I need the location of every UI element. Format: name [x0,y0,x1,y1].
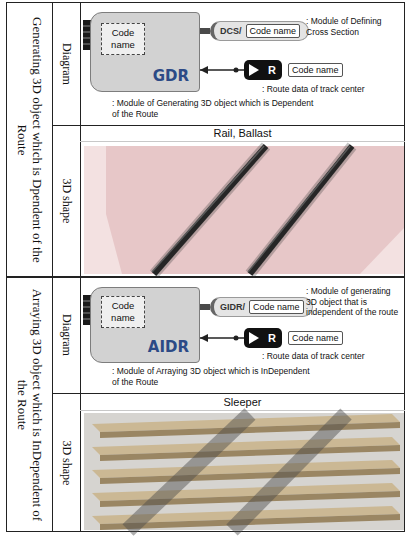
code-name: Code name [104,27,142,51]
code-name: Code name [104,300,142,324]
module-prefix: GIDR/ [220,301,245,313]
ballast-illustration [84,146,404,274]
header-cell: Generating 3D object which is Dpendent o… [6,2,52,277]
route-data-module: R [244,60,282,80]
label-holder: : Module of Arraying 3D object which is … [112,366,317,387]
code-name: Code name [250,25,297,37]
label-holder: Rail, Ballast [80,127,405,140]
code-name-box: Code name [246,24,301,38]
header-cell: 3D shape [52,393,80,532]
row-heading: Arraying 3D object which is InDependent … [14,282,44,527]
shape-heading: Rail, Ballast [80,127,405,140]
annotation-note: : Module of generating 3D object that is… [306,286,403,318]
play-icon [249,64,259,76]
shape-heading: Sleeper [80,396,405,409]
label-holder: : Module of Defining Cross Section [306,16,403,37]
module-code: GDR [91,67,199,85]
label-holder: : Route data of track center [262,351,402,362]
header-cell: Arraying 3D object which is InDependent … [6,277,52,532]
play-icon [249,332,259,344]
plug-connector [200,28,210,34]
route-data-module: R [244,328,282,348]
annotation-note: : Module of Defining Cross Section [306,16,403,37]
play-icon [249,64,259,76]
code-name-box: Code name [288,331,343,345]
row-heading: Diagram [59,7,73,120]
row-heading: Generating 3D object which is Dpendent o… [14,7,44,272]
route-link-arrow [200,337,244,339]
annotation-note: : Module of Generating 3D object which i… [112,98,317,119]
header-cell: Diagram [52,2,80,125]
module-prefix: DCS/ [220,25,242,37]
code-name-box: Code name [101,23,145,55]
route-letter: R [268,331,276,345]
label-holder: Sleeper [80,396,405,409]
code-name: Code name [292,332,339,344]
row-heading: 3D shape [59,130,73,272]
code-name-box: Code name [288,63,343,77]
header-cell: Diagram [52,277,80,393]
row-heading: Diagram [59,282,73,388]
module-code: AIDR [91,338,199,356]
code-name: Code name [253,301,300,313]
route-letter: R [268,63,276,77]
code-name-box: Code name [249,300,304,314]
label-holder: : Route data of track center [262,84,402,95]
sleeper-illustration [84,413,404,530]
table-grid [6,2,405,532]
code-name-box: Code name [101,296,145,328]
annotation-note: : Module of Arraying 3D object which is … [112,366,317,387]
sub-module-box: GIDR/Code name [210,297,313,317]
annotation-note: : Route data of track center [262,84,402,95]
annotation-note: : Route data of track center [262,351,402,362]
code-name: Code name [292,64,339,76]
header-cell: 3D shape [52,125,80,277]
module-box: AIDR Code name [90,287,200,363]
label-holder: : Module of generating 3D object that is… [306,286,403,318]
plug-connector [200,304,210,310]
route-link-arrow [200,69,244,71]
row-heading: 3D shape [59,398,73,527]
label-holder: : Module of Generating 3D object which i… [112,98,317,119]
sub-module-box: DCS/Code name [210,21,309,41]
play-icon [249,332,259,344]
module-box: GDR Code name [90,12,200,92]
